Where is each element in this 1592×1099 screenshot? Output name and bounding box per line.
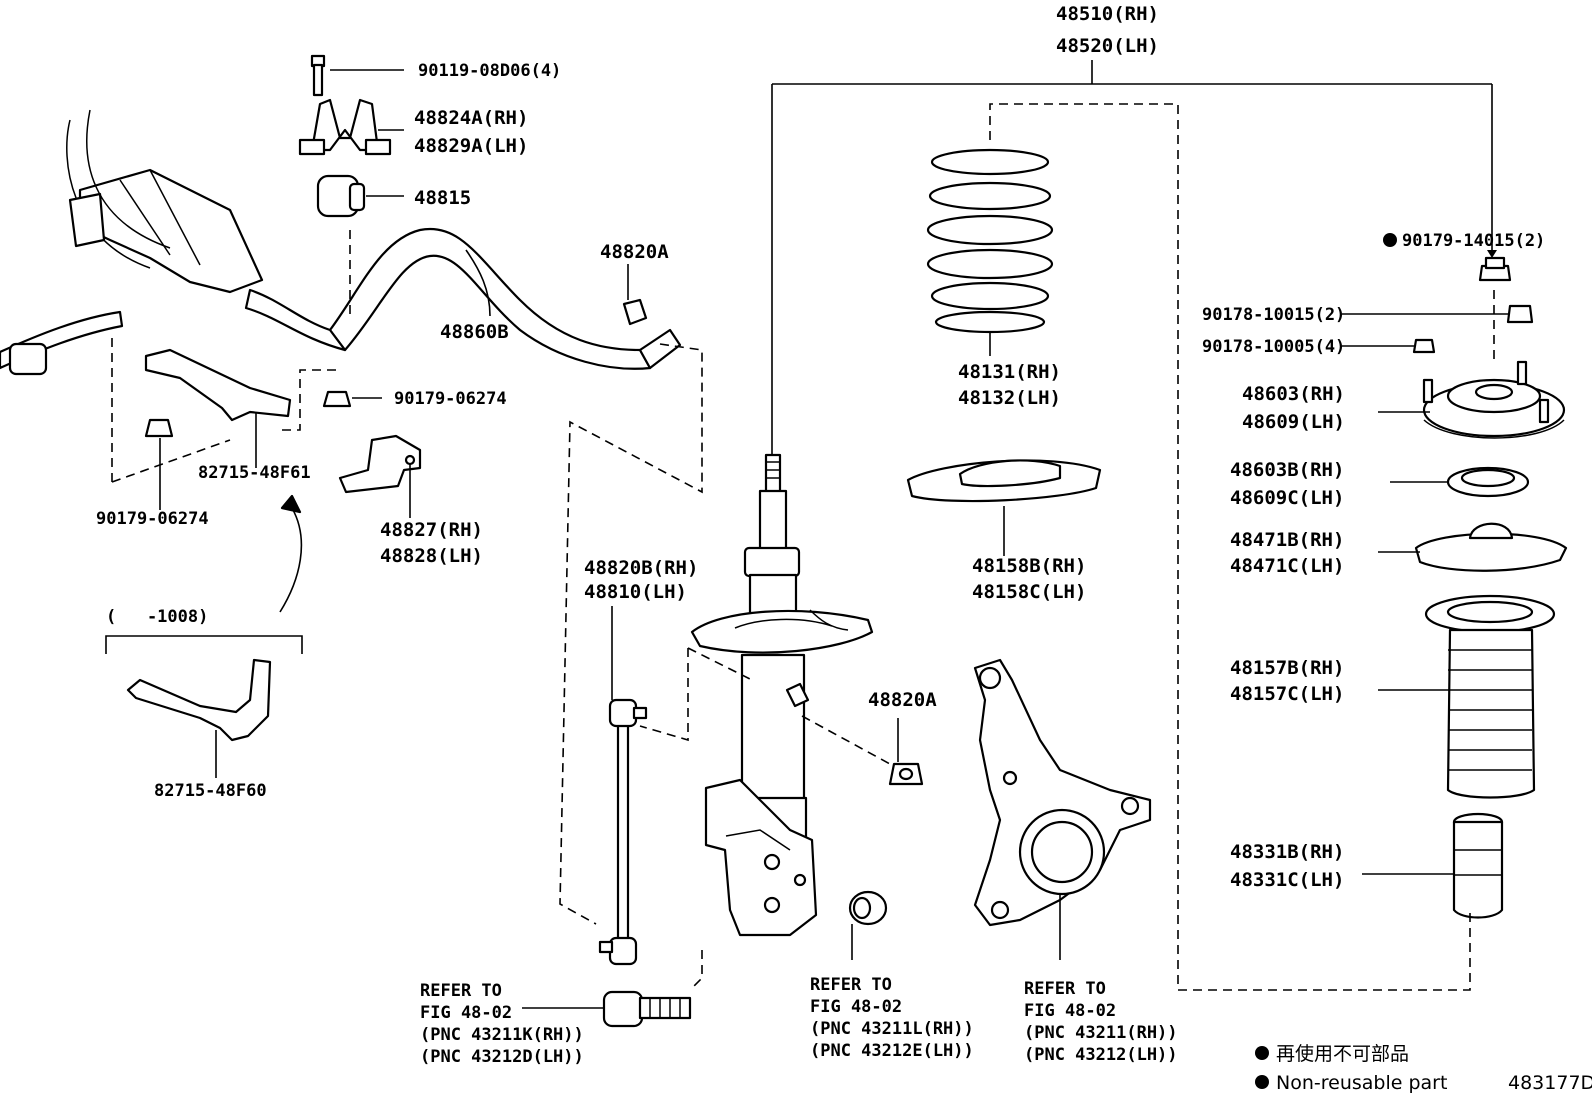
svg-text:FIG 48-02: FIG 48-02 bbox=[810, 997, 902, 1017]
svg-text:(PNC 43211L(RH)): (PNC 43211L(RH)) bbox=[810, 1019, 974, 1039]
strut-bolt[interactable] bbox=[602, 990, 692, 1028]
svg-text:FIG 48-02: FIG 48-02 bbox=[420, 1003, 512, 1023]
label-support-lh: 48609(LH) bbox=[1242, 411, 1345, 433]
label-clamp-lh: 48828(LH) bbox=[380, 545, 483, 567]
label-strut-lh: 48520(LH) bbox=[1056, 35, 1159, 57]
label-bumper-lh: 48331C(LH) bbox=[1230, 869, 1344, 891]
label-spring-lh: 48132(LH) bbox=[958, 387, 1061, 409]
range-bracket bbox=[105, 635, 303, 654]
stabilizer-bar[interactable] bbox=[244, 227, 682, 370]
label-link-lh: 48810(LH) bbox=[584, 581, 687, 603]
strut-assembly[interactable] bbox=[690, 453, 874, 937]
label-bumper-rh: 48331B(RH) bbox=[1230, 841, 1344, 863]
legend-en: Non-reusable part bbox=[1276, 1072, 1447, 1094]
svg-text:REFER TO: REFER TO bbox=[1024, 979, 1106, 999]
diagram-id: 483177D bbox=[1508, 1072, 1592, 1094]
label-nut-90178-10015: 90178-10015(2) bbox=[1202, 305, 1345, 325]
ref-block-bushing: REFER TO FIG 48-02 (PNC 43211L(RH)) (PNC… bbox=[810, 975, 974, 1061]
label-bearing-rh: 48603B(RH) bbox=[1230, 459, 1344, 481]
svg-text:(PNC 43212D(LH)): (PNC 43212D(LH)) bbox=[420, 1047, 584, 1067]
non-reusable-marker bbox=[1383, 233, 1397, 247]
clamp-48827[interactable] bbox=[338, 434, 422, 494]
ref-block-bolt: REFER TO FIG 48-02 (PNC 43211K(RH)) (PNC… bbox=[420, 981, 584, 1067]
label-nut-48820a-top: 48820A bbox=[600, 241, 669, 263]
label-support-rh: 48603(RH) bbox=[1242, 383, 1345, 405]
label-link-rh: 48820B(RH) bbox=[584, 557, 698, 579]
svg-text:(PNC 43211(RH)): (PNC 43211(RH)) bbox=[1024, 1023, 1178, 1043]
nut-90178-10005[interactable] bbox=[1412, 338, 1436, 354]
svg-text:REFER TO: REFER TO bbox=[810, 975, 892, 995]
label-seat-rh: 48471B(RH) bbox=[1230, 529, 1344, 551]
coil-spring[interactable] bbox=[926, 148, 1054, 334]
svg-text:FIG 48-02: FIG 48-02 bbox=[1024, 1001, 1116, 1021]
label-bolt-90119: 90119-08D06(4) bbox=[418, 61, 561, 81]
spring-insulator[interactable] bbox=[906, 459, 1102, 503]
label-seat-lh: 48471C(LH) bbox=[1230, 555, 1344, 577]
strut-support[interactable] bbox=[1422, 360, 1566, 439]
leader-strut-bracket bbox=[771, 60, 1493, 455]
label-clamp-rh: 48827(RH) bbox=[380, 519, 483, 541]
dashed-spring-frame bbox=[989, 103, 1471, 991]
label-boot-lh: 48157C(LH) bbox=[1230, 683, 1344, 705]
label-spring-rh: 48131(RH) bbox=[958, 361, 1061, 383]
upper-spring-seat[interactable] bbox=[1414, 522, 1568, 572]
bolt-90119-08d06[interactable] bbox=[310, 54, 326, 97]
label-range-note: ( -1008) bbox=[106, 607, 208, 627]
bracket-82715-48f61[interactable] bbox=[144, 348, 292, 422]
svg-text:REFER TO: REFER TO bbox=[420, 981, 502, 1001]
curved-arrow-head bbox=[280, 494, 302, 514]
svg-text:(PNC 43211K(RH)): (PNC 43211K(RH)) bbox=[420, 1025, 584, 1045]
label-boot-rh: 48157B(RH) bbox=[1230, 657, 1344, 679]
stabilizer-bracket[interactable] bbox=[298, 98, 392, 156]
nut-48820a-mid[interactable] bbox=[888, 762, 924, 786]
steering-gear-housing bbox=[0, 109, 264, 376]
nut-90179-06274-right[interactable] bbox=[322, 390, 352, 408]
label-nut-48820a-mid: 48820A bbox=[868, 689, 937, 711]
strut-bearing[interactable] bbox=[1446, 466, 1530, 498]
label-bar-48860b: 48860B bbox=[440, 321, 509, 343]
label-bushing-48815: 48815 bbox=[414, 187, 471, 209]
legend-marker-en bbox=[1255, 1075, 1269, 1089]
bracket-82715-48f60[interactable] bbox=[126, 658, 272, 742]
steering-knuckle[interactable] bbox=[973, 658, 1152, 927]
label-bearing-lh: 48609C(LH) bbox=[1230, 487, 1344, 509]
nut-90178-10015[interactable] bbox=[1506, 304, 1534, 324]
dust-boot[interactable] bbox=[1424, 594, 1556, 799]
strut-bushing[interactable] bbox=[848, 890, 888, 926]
nut-90179-14015[interactable] bbox=[1478, 256, 1512, 282]
svg-text:(PNC 43212(LH)): (PNC 43212(LH)) bbox=[1024, 1045, 1178, 1065]
label-nut-90178-10005: 90178-10005(4) bbox=[1202, 337, 1345, 357]
svg-text:(PNC 43212E(LH)): (PNC 43212E(LH)) bbox=[810, 1041, 974, 1061]
legend: 再使用不可部品 Non-reusable part bbox=[1255, 1043, 1447, 1094]
bump-stopper[interactable] bbox=[1452, 812, 1504, 919]
ref-block-knuckle: REFER TO FIG 48-02 (PNC 43211(RH)) (PNC … bbox=[1024, 979, 1178, 1065]
label-strut-rh: 48510(RH) bbox=[1056, 3, 1159, 25]
legend-jp: 再使用不可部品 bbox=[1276, 1043, 1409, 1065]
legend-marker-jp bbox=[1255, 1046, 1269, 1060]
label-nut-90179-06274-left: 90179-06274 bbox=[96, 509, 209, 529]
label-insulator-lh: 48158C(LH) bbox=[972, 581, 1086, 603]
stabilizer-link[interactable] bbox=[598, 698, 648, 966]
stabilizer-bushing-48815[interactable] bbox=[316, 174, 366, 218]
label-nut-90179-06274-right: 90179-06274 bbox=[394, 389, 507, 409]
label-bracket-rh: 48824A(RH) bbox=[414, 107, 528, 129]
label-bracket-lh: 48829A(LH) bbox=[414, 135, 528, 157]
nut-90179-06274-left[interactable] bbox=[144, 418, 174, 438]
label-bracket-82715-48f60: 82715-48F60 bbox=[154, 781, 267, 801]
nut-48820a-top[interactable] bbox=[622, 298, 648, 326]
curved-arrow bbox=[279, 507, 303, 613]
label-bracket-82715-48f61: 82715-48F61 bbox=[198, 463, 311, 483]
label-nut-90179-14015: 90179-14015(2) bbox=[1402, 231, 1545, 251]
label-insulator-rh: 48158B(RH) bbox=[972, 555, 1086, 577]
